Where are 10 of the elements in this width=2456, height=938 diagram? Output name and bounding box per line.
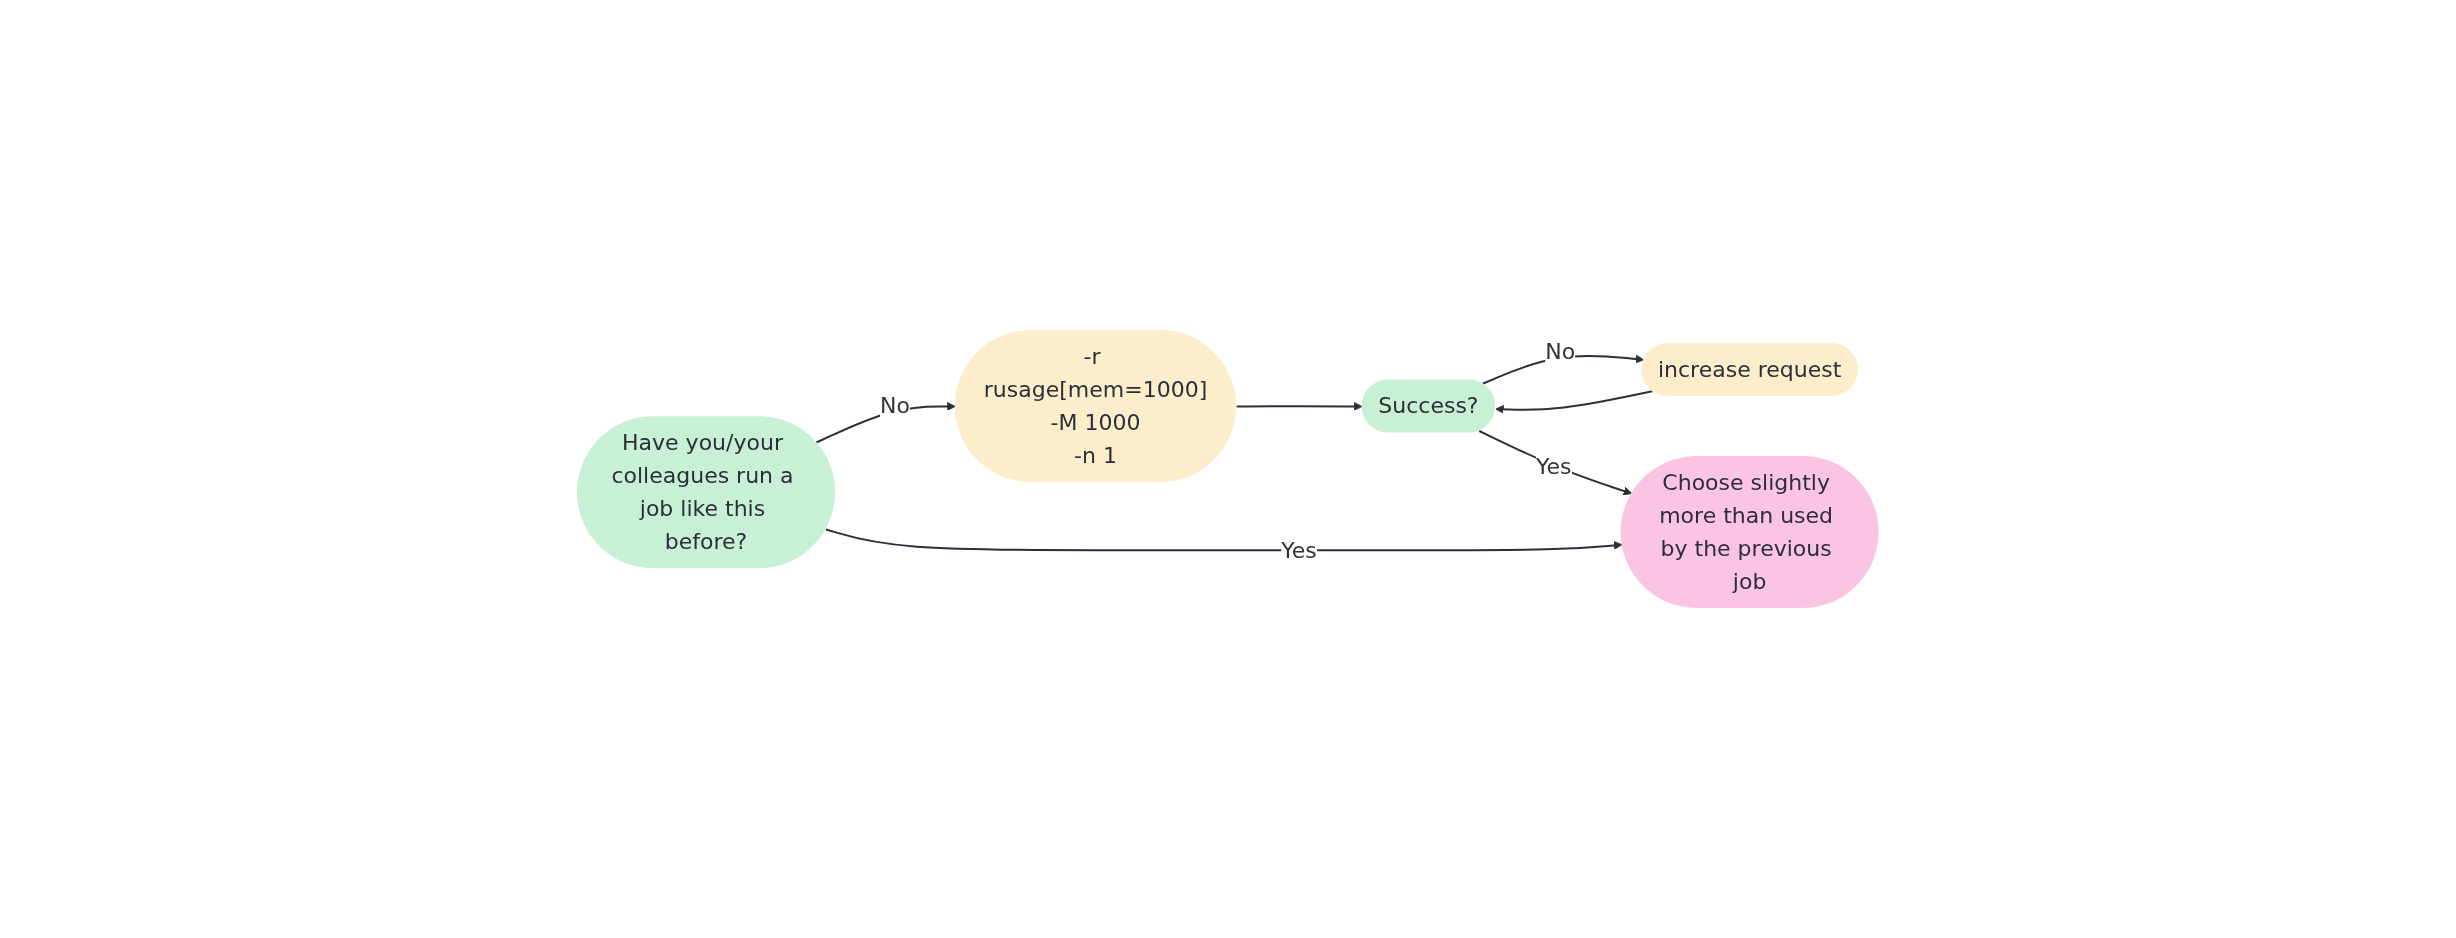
node-box: increase request: [1641, 343, 1859, 396]
edge-label: Yes: [1281, 537, 1317, 563]
arrow: [1235, 402, 1363, 411]
edge-label: No: [880, 393, 911, 419]
edge-label: Yes: [1536, 454, 1572, 480]
arrow: [825, 528, 1623, 552]
arrow: [1478, 430, 1633, 496]
edge-label: No: [1545, 338, 1576, 364]
node-box: Success?: [1361, 379, 1496, 433]
arrow: [1495, 390, 1654, 414]
